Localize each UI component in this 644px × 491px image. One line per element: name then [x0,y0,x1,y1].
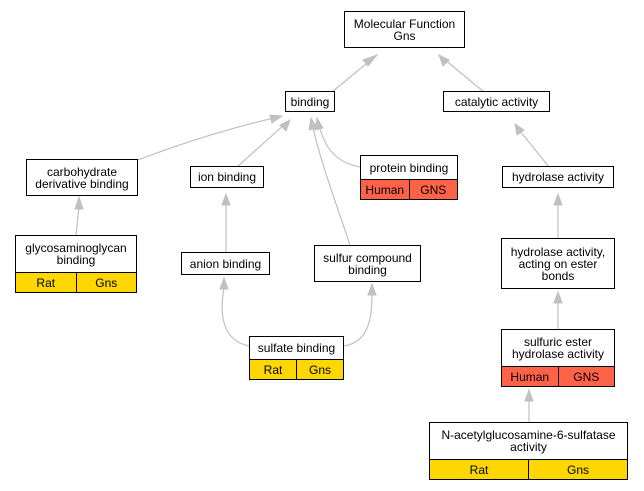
annotation-row: Human GNS [361,179,457,199]
node-title: glycosaminoglycan binding [25,241,127,267]
edge-glyco-to-carbo [75,206,80,236]
gene-cell: Gns [296,360,343,379]
arrowhead-mf-right [438,53,450,67]
gene-cell: GNS [557,367,615,386]
node-title: hydrolase activity [511,170,605,184]
arrowhead-anion [219,276,229,290]
arrowhead-mf-left [362,53,379,67]
node-title: binding [290,94,330,109]
node-title: N-acetylglucosamine-6-sulfatase activity [441,428,616,454]
species-cell: Rat [469,462,489,477]
node-binding[interactable]: binding [285,91,335,112]
node-ion-binding[interactable]: ion binding [190,166,264,188]
annotation-row: Human GNS [502,366,614,386]
node-title: anion binding [189,256,262,271]
species-cell: Human [365,182,405,197]
node-title: carbohydrate derivative binding [35,164,129,191]
arrowhead-catalytic [514,122,525,136]
node-sulfate-binding[interactable]: sulfate binding Rat Gns [249,336,344,380]
annotation-row: Rat Gns [16,272,136,292]
arrowhead-binding-from-protein [314,116,324,131]
edge-hydrolase-to-catalytic [519,130,550,168]
gene-cell: Gns [75,273,137,292]
node-title: sulfur compound binding [323,250,412,277]
node-sulfuric-ester-hydrolase[interactable]: sulfuric ester hydrolase activity Human … [501,329,615,387]
node-protein-binding[interactable]: protein binding Human GNS [360,155,458,200]
annotation-row: Rat Gns [430,459,627,479]
arrowhead-ion [221,192,231,206]
node-title: protein binding [369,160,449,175]
arrowhead-sulfur [367,282,377,296]
node-title: catalytic activity [454,94,539,109]
edge-carbo-to-binding [137,117,275,161]
edge-protein-to-binding [318,125,361,168]
node-title: ion binding [197,170,257,184]
arrowhead-sulfuric [524,388,534,402]
species-cell: Human [510,369,550,384]
node-title: Molecular Function Gns [353,16,456,43]
edge-ion-to-binding [237,124,285,167]
node-hydrolase-activity[interactable]: hydrolase activity [502,166,614,188]
node-anion-binding[interactable]: anion binding [181,252,270,275]
node-hydrolase-ester-bonds[interactable]: hydrolase activity, acting on ester bond… [501,238,615,289]
arrowhead-ester [553,290,563,304]
node-title: hydrolase activity, acting on ester bond… [510,244,606,283]
node-catalytic-activity[interactable]: catalytic activity [443,91,550,112]
gene-cell: Gns [528,460,627,479]
edge-binding-to-mf [331,58,373,93]
node-title: sulfuric ester hydrolase activity [511,335,605,361]
node-title: sulfate binding [257,341,336,355]
arrowhead-binding-from-sulfur [308,116,318,131]
node-molecular-function[interactable]: Molecular Function Gns [344,11,465,48]
arrowhead-hydrolase [553,192,563,206]
node-n-acetylglucosamine-6-sulfatase[interactable]: N-acetylglucosamine-6-sulfatase activity… [429,422,628,480]
node-carbohydrate-derivative-binding[interactable]: carbohydrate derivative binding [26,159,138,196]
arrowhead-carbo [74,195,84,210]
edge-sulfate-to-sulfur [343,293,373,347]
node-glycosaminoglycan-binding[interactable]: glycosaminoglycan binding Rat Gns [15,235,137,293]
edge-catalytic-to-mf [443,58,485,93]
edge-sulfur-to-binding [312,126,351,246]
arrowhead-binding-from-ion [279,118,291,132]
node-sulfur-compound-binding[interactable]: sulfur compound binding [314,245,421,282]
edge-sulfate-to-anion [221,287,250,347]
annotation-row: Rat Gns [250,359,343,379]
gene-cell: GNS [408,180,458,199]
species-cell: Rat [36,275,56,290]
arrowhead-binding-from-carbo [269,114,284,124]
species-cell: Rat [263,362,283,377]
